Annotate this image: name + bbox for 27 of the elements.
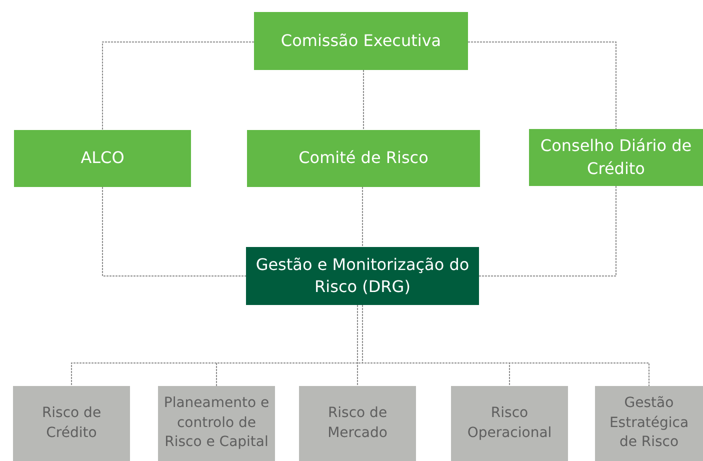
connector-line: [102, 42, 254, 130]
box-label: Gestão Estratégica de Risco: [608, 394, 690, 452]
unit-box: [158, 386, 275, 461]
committee-box: [529, 129, 703, 186]
connector-line: [468, 42, 616, 130]
committee-box: [254, 12, 468, 70]
unit-box: [299, 386, 416, 461]
unit-box: [451, 386, 568, 461]
connector-line: [478, 186, 616, 276]
connector-line: [363, 70, 364, 130]
box-label: Risco Operacional: [466, 404, 553, 442]
box-label: Conselho Diário de Crédito: [539, 135, 693, 180]
box-label: ALCO: [80, 147, 124, 170]
connector-line: [102, 186, 246, 276]
committee-box: [14, 130, 191, 187]
box-label: Comissão Executiva: [280, 30, 442, 52]
unit-box: [13, 386, 130, 461]
box-label: Risco de Crédito: [40, 404, 102, 442]
box-label: Planeamento e controlo de Risco e Capital: [162, 394, 270, 452]
connector-line: [357, 304, 358, 386]
committee-box: [247, 130, 480, 187]
department-box: [246, 247, 479, 305]
unit-box: [595, 386, 703, 461]
box-label: Comité de Risco: [298, 147, 428, 170]
connector-line: [362, 186, 363, 248]
box-label: Gestão e Monitorização do Risco (DRG): [254, 254, 470, 298]
box-label: Risco de Mercado: [326, 404, 388, 442]
